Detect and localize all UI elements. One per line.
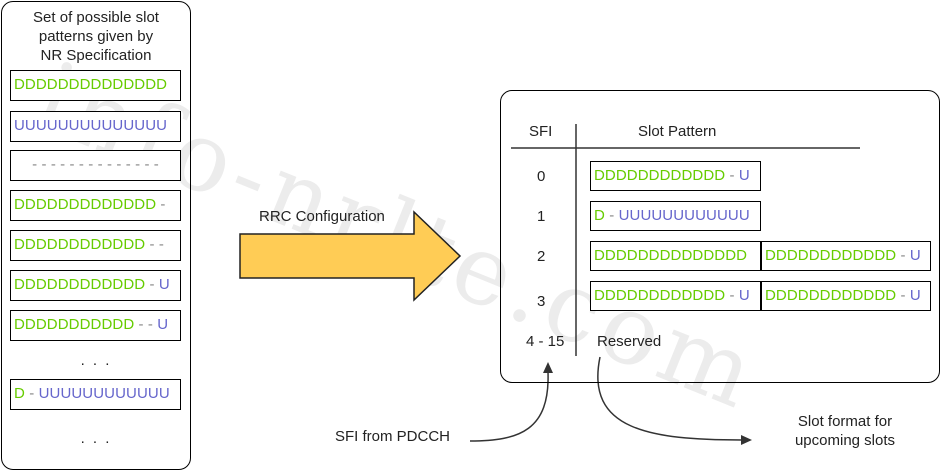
sfi-2-pattern-0: DDDDDDDDDDDDDD — [590, 241, 761, 271]
slot-format-label-line-1: Slot format for — [797, 413, 893, 430]
pattern-segment: - — [156, 196, 166, 213]
pattern-segment: - - — [145, 236, 164, 253]
slot-format-arrowhead — [741, 435, 752, 445]
pattern-segment: UUUUUUUUUUUU — [618, 207, 750, 224]
pattern-segment: DDDDDDDDDDDD — [765, 247, 897, 264]
pattern-segment: U — [157, 316, 169, 333]
pattern-segment: - — [725, 167, 739, 184]
pattern-segment: DDDDDDDDDDDD — [14, 276, 146, 293]
pattern-segment: - — [24, 385, 39, 402]
rrc-configuration-arrow — [239, 210, 462, 302]
sfi-0-pattern-0: DDDDDDDDDDDD - U — [590, 161, 761, 191]
pattern-segment: UUUUUUUUUUUUUU — [14, 117, 168, 134]
pattern-segment: - - — [134, 316, 158, 333]
slot-patterns-panel — [1, 1, 191, 470]
panel-title-line-3: NR Specification — [40, 47, 152, 64]
slot-format-label-line-2: upcoming slots — [794, 432, 896, 449]
sfi-arrowhead — [543, 362, 553, 373]
pattern-segment: DDDDDDDDDDD — [14, 316, 135, 333]
pattern-segment: U — [738, 287, 750, 304]
sfi-value-3: 3 — [537, 293, 546, 310]
pattern-segment: U — [158, 276, 170, 293]
pattern-segment: D — [594, 207, 605, 224]
sfi-column-header: SFI — [529, 123, 553, 140]
slot-pattern-5: DDDDDDDDDDDD - U — [10, 270, 181, 301]
ellipsis-2: . . . — [80, 430, 112, 447]
pattern-segment: DDDDDDDDDDDDD — [14, 196, 157, 213]
slot-format-arrow — [597, 356, 743, 441]
pattern-segment: DDDDDDDDDDDD — [765, 287, 897, 304]
pattern-segment: - — [896, 247, 910, 264]
sfi-3-pattern-1: DDDDDDDDDDDD - U — [761, 281, 931, 311]
ellipsis-1: . . . — [80, 352, 112, 369]
sfi-reserved-range: 4 - 15 — [526, 333, 565, 350]
panel-title-line-1: Set of possible slot — [33, 9, 159, 26]
sfi-table-panel — [500, 90, 940, 383]
pattern-segment: U — [909, 287, 921, 304]
sfi-from-pdcch-arrow — [469, 371, 549, 442]
pattern-segment: D — [14, 385, 25, 402]
slot-pattern-0: DDDDDDDDDDDDDD — [10, 70, 181, 101]
reserved-label: Reserved — [597, 333, 662, 350]
sfi-value-0: 0 — [537, 168, 546, 185]
rrc-configuration-label: RRC Configuration — [259, 208, 385, 225]
panel-title-line-2: patterns given by — [38, 28, 154, 45]
slot-pattern-4: DDDDDDDDDDDD - - — [10, 230, 181, 261]
pattern-segment: DDDDDDDDDDDDDD — [14, 76, 168, 93]
pattern-segment: DDDDDDDDDDDD — [594, 167, 726, 184]
slot-pattern-7: D - UUUUUUUUUUUU — [10, 379, 181, 410]
pattern-segment: - — [725, 287, 739, 304]
pattern-segment: UUUUUUUUUUUU — [38, 385, 170, 402]
sfi-value-2: 2 — [537, 248, 546, 265]
sfi-1-pattern-0: D - UUUUUUUUUUUU — [590, 201, 761, 231]
slot-pattern-2: - - - - - - - - - - - - - - — [10, 150, 181, 181]
pattern-segment: DDDDDDDDDDDD — [594, 287, 726, 304]
pattern-segment: U — [909, 247, 921, 264]
pattern-segment: - - - - - - - - - - - - - - — [32, 156, 159, 173]
slot-pattern-3: DDDDDDDDDDDDD - — [10, 190, 181, 221]
slot-pattern-1: UUUUUUUUUUUUUU — [10, 111, 181, 142]
sfi-2-pattern-1: DDDDDDDDDDDD - U — [761, 241, 931, 271]
pattern-segment: DDDDDDDDDDDD — [14, 236, 146, 253]
sfi-from-pdcch-label: SFI from PDCCH — [335, 428, 451, 445]
sfi-value-1: 1 — [537, 208, 546, 225]
pattern-segment: - — [145, 276, 159, 293]
slot-pattern-6: DDDDDDDDDDD - - U — [10, 310, 181, 341]
pattern-segment: DDDDDDDDDDDDDD — [594, 247, 748, 264]
pattern-segment: - — [604, 207, 619, 224]
pattern-segment: U — [738, 167, 750, 184]
sfi-3-pattern-0: DDDDDDDDDDDD - U — [590, 281, 761, 311]
slot-pattern-column-header: Slot Pattern — [638, 123, 717, 140]
pattern-segment: - — [896, 287, 910, 304]
